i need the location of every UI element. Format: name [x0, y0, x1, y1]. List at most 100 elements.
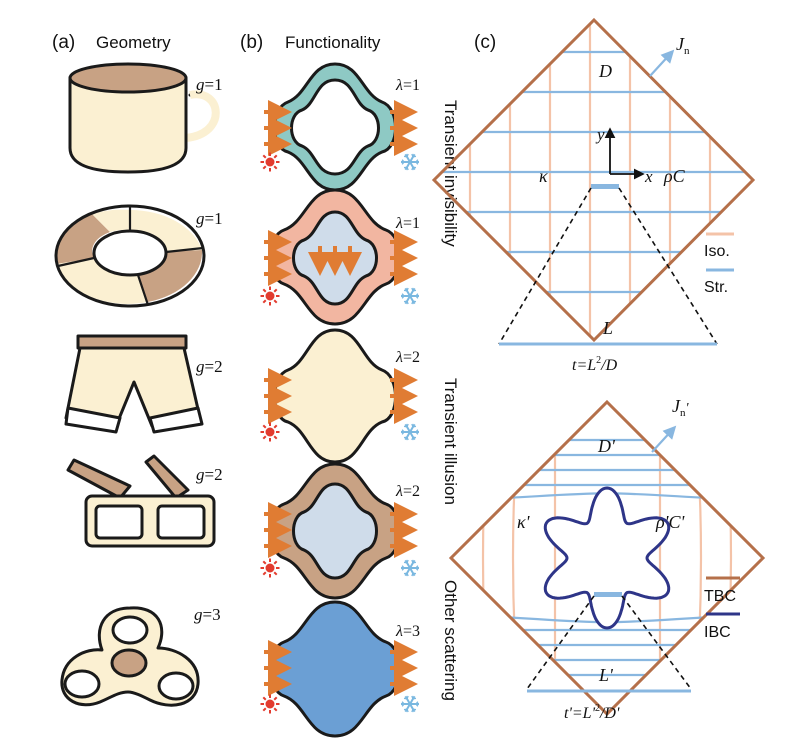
sun-icon	[260, 152, 280, 172]
snowflake-barb	[406, 287, 409, 292]
snowflake-barb	[411, 695, 414, 700]
top-interface-marker	[591, 184, 619, 189]
snowflake-barb	[411, 559, 414, 564]
sun-core	[265, 291, 275, 301]
sun-core	[265, 427, 275, 437]
snowflake-barb	[411, 287, 414, 292]
sun-core	[265, 157, 275, 167]
snowflake-barb	[415, 567, 419, 571]
shorts-icon	[64, 334, 204, 434]
snowflake-barb	[401, 293, 405, 297]
sun-ray	[262, 560, 267, 565]
bottom-t-formula: t'=L'2/D'	[564, 703, 620, 722]
bottom-Jn-label: Jn'	[672, 396, 690, 419]
snowflake-icon	[401, 695, 419, 713]
sun-ray	[262, 435, 267, 440]
snowflake-icon	[401, 559, 419, 577]
sun-ray	[262, 707, 267, 712]
sun-ray	[262, 154, 267, 159]
bottom-D-label: D'	[597, 436, 616, 456]
sun-core	[265, 563, 275, 573]
bottom-rhoC-label: ρ'C'	[655, 512, 685, 532]
snowflake-barb	[401, 161, 405, 165]
snowflake-barb	[411, 166, 414, 171]
snowflake-barb	[411, 300, 414, 305]
lambda-label-5: λ=3	[395, 623, 420, 640]
top-zoom-line-left	[498, 187, 592, 345]
sun-icon	[260, 558, 280, 578]
bottom-L-label: L'	[598, 665, 614, 685]
x-axis-label: x	[644, 167, 653, 186]
genus-label-1: g=1	[196, 75, 223, 94]
top-D-label: D	[598, 61, 612, 81]
top-kappa-label: κ	[539, 166, 548, 186]
isotherm-curve	[481, 402, 492, 714]
top-tbc-boundary	[431, 17, 756, 343]
snowflake-barb	[415, 431, 419, 435]
bottom-zoom-line-right	[621, 595, 692, 690]
sun-ray	[262, 696, 267, 701]
panel-a: (a) Geometry g=1 g=1	[52, 32, 223, 707]
bottom-zoom-line-left	[526, 595, 595, 690]
sun-core	[265, 699, 275, 709]
sun-ray	[262, 424, 267, 429]
y-axis-label: y	[595, 125, 605, 144]
shape-brown-inner	[292, 482, 378, 580]
sun-ray	[262, 571, 267, 576]
bottom-kappa-label: κ'	[517, 512, 531, 532]
panel-a-title: Geometry	[96, 33, 171, 52]
fidget-spinner-icon	[60, 606, 200, 707]
isotherm-curve	[722, 402, 733, 714]
snowflake-barb	[401, 567, 405, 571]
xy-axes	[604, 127, 645, 180]
sun-icon	[260, 694, 280, 714]
genus-label-5: g=3	[194, 605, 221, 624]
isotherm-curve	[511, 402, 522, 714]
top-flux-arrow	[649, 49, 675, 77]
legend-ibc-label: IBC	[704, 624, 731, 641]
genus-label-3: g=2	[196, 357, 223, 376]
snowflake-barb	[401, 431, 405, 435]
snowflake-barb	[415, 701, 419, 705]
sun-ray	[273, 435, 278, 440]
panel-c: (c) y x D κ ρC Jn L t=L2/D Iso. Str.	[431, 17, 766, 722]
shape-cream	[273, 328, 397, 464]
sun-ray	[262, 299, 267, 304]
snowflake-arm	[404, 423, 416, 441]
sun-ray	[273, 560, 278, 565]
sun-ray	[273, 165, 278, 170]
lambda-label-2: λ=1	[395, 215, 420, 232]
sun-ray	[273, 424, 278, 429]
snowflake-barb	[406, 559, 409, 564]
sun-ray	[262, 288, 267, 293]
sun-icon	[260, 286, 280, 306]
snowflake-icon	[401, 153, 419, 171]
snowflake-barb	[411, 153, 414, 158]
top-rhoC-label: ρC	[663, 166, 686, 186]
snowflake-barb	[406, 695, 409, 700]
snowflake-barb	[415, 429, 419, 433]
snowflake-barb	[406, 153, 409, 158]
side-label-illusion: Transient illusion	[441, 378, 460, 505]
legend-str-label: Str.	[704, 279, 728, 296]
shape-teal-inner	[290, 78, 380, 176]
snowflake-barb	[401, 429, 405, 433]
top-Jn-label: Jn	[676, 34, 690, 57]
lambda-label-3: λ=2	[395, 349, 420, 366]
snowflake-barb	[401, 295, 405, 299]
sun-ray	[273, 299, 278, 304]
legend-tbc-label: TBC	[704, 588, 736, 605]
swim-ring-icon	[54, 204, 206, 308]
top-L-label: L	[602, 318, 613, 338]
snowflake-barb	[406, 708, 409, 713]
sun-ray	[262, 165, 267, 170]
snowflake-barb	[406, 572, 409, 577]
snowflake-barb	[401, 701, 405, 705]
legend-iso-label: Iso.	[704, 243, 730, 260]
snowflake-barb	[411, 572, 414, 577]
snowflake-barb	[401, 565, 405, 569]
side-label-invisibility: Transient invisibility	[441, 100, 460, 247]
top-zoom-line-right	[618, 187, 718, 345]
snowflake-icon	[401, 423, 419, 441]
